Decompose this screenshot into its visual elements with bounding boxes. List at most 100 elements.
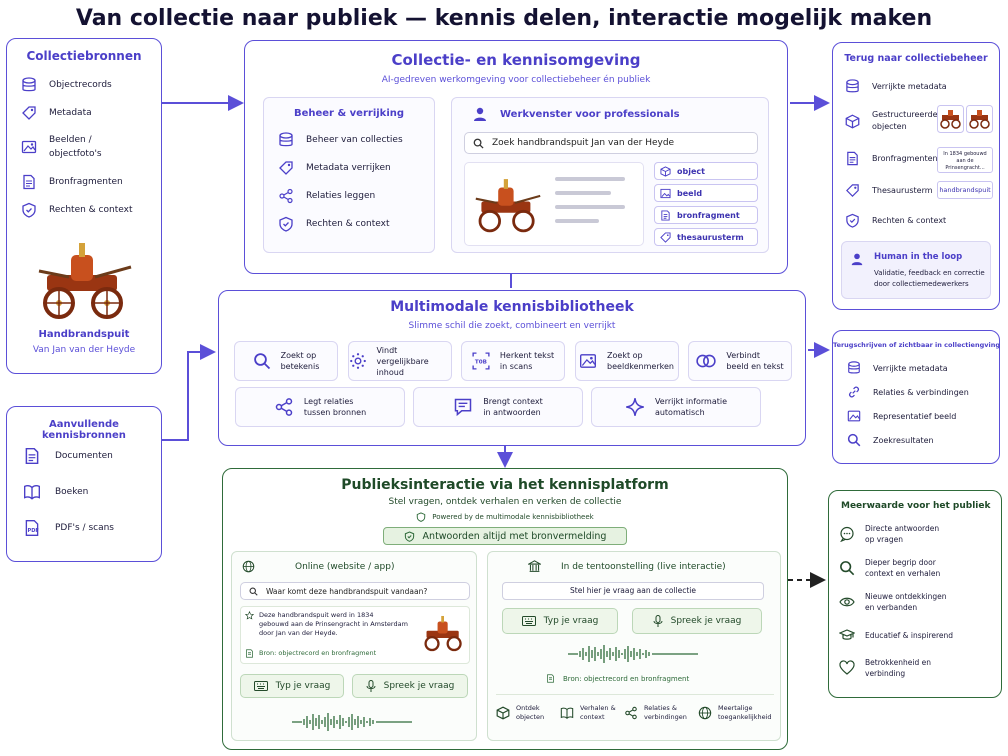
- value-item: Educatief & inspirerend: [839, 627, 953, 643]
- public-value-panel: Meerwaarde voor het publiek Directe antw…: [828, 490, 1002, 698]
- source-item-label: Rechten & context: [49, 205, 133, 215]
- exhibition-divider: [496, 694, 774, 695]
- exhibition-feature[interactable]: Relaties & verbindingen: [624, 704, 687, 722]
- document-icon: [660, 209, 671, 221]
- back-item[interactable]: Thesaurusterm: [845, 183, 933, 198]
- extra-item-documents[interactable]: Documenten: [23, 447, 113, 465]
- value-item-label: Directe antwoorden op vragen: [865, 524, 940, 544]
- library-capability-card[interactable]: Vindt vergelijkbare inhoud: [347, 341, 452, 381]
- exhibition-feature[interactable]: Verhalen & context: [560, 704, 616, 722]
- workspace-search-input[interactable]: Zoek handbrandspuit Jan van der Heyde: [464, 132, 758, 154]
- source-badge: Antwoorden altijd met bronvermelding: [383, 527, 627, 545]
- document-icon: [546, 674, 555, 683]
- write-back-item[interactable]: Representatief beeld: [847, 409, 956, 423]
- source-item-label: Metadata: [49, 108, 92, 118]
- library-capability-card[interactable]: Brengt context in antwoorden: [413, 387, 583, 427]
- similar-icon: [349, 352, 367, 370]
- feature-label: Ontdek objecten: [516, 704, 545, 721]
- text-placeholder-lines: [555, 177, 625, 223]
- public-subtitle: Stel vragen, ontdek verhalen en verken d…: [388, 497, 622, 507]
- exhibition-type-button[interactable]: Typ je vraag: [502, 608, 618, 634]
- source-item-objectrecords[interactable]: Objectrecords: [21, 77, 112, 93]
- write-back-title: Terugschrijven of zichtbaar in collectie…: [833, 341, 1000, 349]
- capability-label: Vindt vergelijkbare inhoud: [376, 345, 429, 377]
- cube-icon: [660, 165, 671, 177]
- heart-icon: [839, 660, 855, 676]
- write-back-label: Zoekresultaten: [873, 435, 934, 445]
- public-interaction-panel: Publieksinteractie via het kennisplatfor…: [222, 468, 788, 750]
- online-speak-label: Spreek je vraag: [383, 681, 455, 691]
- tag-bronfragment[interactable]: bronfragment: [654, 206, 758, 224]
- collection-sources-title: Collectiebronnen: [26, 49, 142, 63]
- management-item[interactable]: Relaties leggen: [278, 188, 375, 204]
- library-capability-card[interactable]: Verbindt beeld en tekst: [688, 341, 792, 381]
- write-back-item[interactable]: Zoekresultaten: [847, 433, 934, 447]
- value-item-label: Nieuwe ontdekkingen en verbanden: [865, 592, 947, 612]
- management-item-label: Beheer van collecties: [306, 135, 403, 145]
- online-speak-button[interactable]: Spreek je vraag: [352, 674, 468, 698]
- object-maker: Van Jan van der Heyde: [32, 345, 136, 355]
- chat-icon: [453, 397, 473, 417]
- exhibition-header: In de tentoonstelling (live interactie): [528, 560, 726, 573]
- exhibition-speak-button[interactable]: Spreek je vraag: [632, 608, 762, 634]
- management-item[interactable]: Metadata verrijken: [278, 160, 391, 176]
- fragment-snippet: In 1834 gebouwd aan de Prinsengracht...: [937, 147, 993, 173]
- shield-check-icon: [404, 530, 415, 542]
- back-item-label: Verrijkte metadata: [872, 82, 947, 91]
- exhibition-prompt-input[interactable]: Stel hier je vraag aan de collectie: [502, 582, 764, 600]
- value-item: Directe antwoorden op vragen: [839, 523, 939, 545]
- image-icon: [21, 139, 37, 155]
- tag-label: bronfragment: [677, 210, 740, 220]
- management-item[interactable]: Beheer van collecties: [278, 132, 403, 148]
- image-icon: [847, 409, 861, 423]
- management-item[interactable]: Rechten & context: [278, 216, 389, 232]
- source-item-rights[interactable]: Rechten & context: [21, 202, 132, 218]
- write-back-label: Relaties & verbindingen: [873, 387, 969, 397]
- workspace-header: Werkvenster voor professionals: [472, 106, 680, 122]
- source-item-metadata[interactable]: Metadata: [21, 105, 92, 121]
- library-capability-card[interactable]: Verrijkt informatie automatisch: [591, 387, 761, 427]
- back-to-management-title: Terug naar collectiebeheer: [844, 53, 988, 64]
- value-item-label: Betrokkenheid en verbinding: [865, 658, 931, 678]
- write-back-item[interactable]: Relaties & verbindingen: [847, 385, 969, 399]
- user-icon: [472, 106, 488, 122]
- library-capability-card[interactable]: Legt relaties tussen bronnen: [235, 387, 405, 427]
- back-item[interactable]: Verrijkte metadata: [845, 79, 947, 94]
- write-back-item[interactable]: Verrijkte metadata: [847, 361, 948, 375]
- back-item[interactable]: Rechten & context: [845, 213, 946, 228]
- exhibition-feature[interactable]: Ontdek objecten: [496, 704, 544, 722]
- online-answer-text: Deze handbrandspuit werd in 1834 gebouwd…: [259, 611, 408, 637]
- feature-label: Verhalen & context: [580, 704, 616, 721]
- object-name: Handbrandspuit: [38, 329, 130, 340]
- exhibition-feature[interactable]: Meertalige toegankelijkheid: [698, 704, 772, 722]
- online-channel-card: Online (website / app) Waar komt deze ha…: [231, 551, 477, 741]
- link-rings-icon: [696, 352, 717, 370]
- online-type-button[interactable]: Typ je vraag: [240, 674, 344, 698]
- online-question-input[interactable]: Waar komt deze handbrandspuit vandaan?: [240, 582, 470, 600]
- tag-object[interactable]: object: [654, 162, 758, 180]
- museum-icon: [528, 560, 541, 573]
- library-capability-card[interactable]: Zoekt op beeldkenmerken: [574, 341, 679, 381]
- extra-item-pdfs[interactable]: PDF PDF's / scans: [23, 519, 114, 537]
- library-capability-card[interactable]: Zoekt op betekenis: [234, 341, 338, 381]
- source-item-images[interactable]: Beelden / objectfoto's: [21, 133, 102, 161]
- tag-thesaurusterm[interactable]: thesaurusterm: [654, 228, 758, 246]
- thesaurus-tag[interactable]: handbrandspuit: [937, 181, 993, 199]
- write-back-panel: Terugschrijven of zichtbaar in collectie…: [832, 330, 1000, 464]
- search-result-preview[interactable]: [464, 162, 644, 246]
- globe-icon: [698, 706, 712, 720]
- audio-waveform-icon: [568, 645, 698, 663]
- tag-beeld[interactable]: beeld: [654, 184, 758, 202]
- link-icon: [847, 385, 861, 399]
- powered-by-text: Powered by de multimodale kennisbiblioth…: [432, 513, 594, 521]
- library-title: Multimodale kennisbibliotheek: [390, 299, 634, 315]
- back-item[interactable]: Gestructureerde objecten: [845, 109, 938, 133]
- back-item[interactable]: Bronfragmenten: [845, 151, 938, 166]
- microphone-icon: [653, 614, 663, 628]
- extra-item-books[interactable]: Boeken: [23, 483, 88, 501]
- tag-icon: [278, 160, 294, 176]
- tag-icon: [845, 183, 860, 198]
- source-item-fragments[interactable]: Bronfragmenten: [21, 174, 123, 190]
- extra-sources-panel: Aanvullende kennisbronnen Documenten Boe…: [6, 406, 162, 562]
